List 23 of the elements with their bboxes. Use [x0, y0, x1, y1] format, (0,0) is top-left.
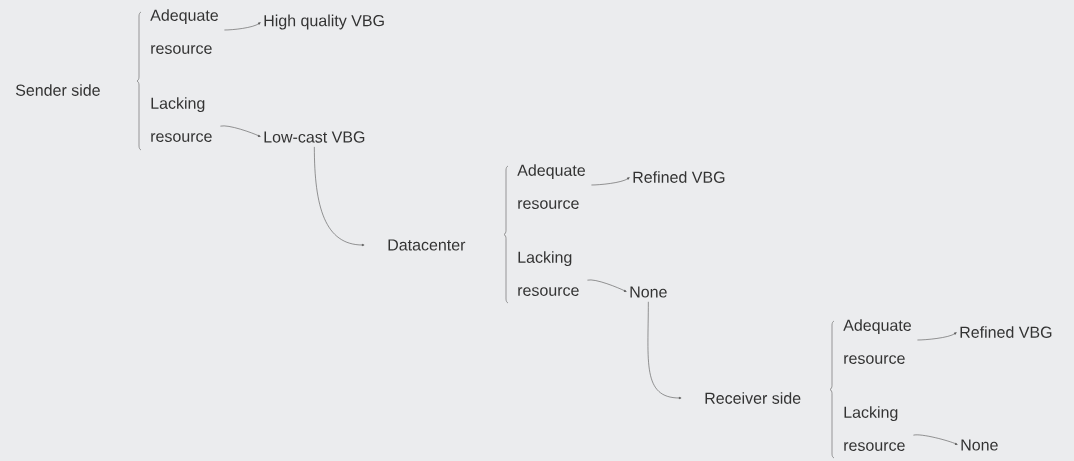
node-text: Low-cast VBG — [264, 131, 365, 143]
arrow — [591, 177, 630, 186]
option-text: Adequate resource — [843, 319, 911, 364]
arrow — [913, 434, 958, 445]
arrow — [314, 146, 365, 247]
option-text: Lacking resource — [151, 97, 212, 142]
arrow — [917, 332, 957, 341]
node-text: Receiver side — [705, 392, 801, 404]
node-text: None — [961, 439, 998, 451]
arrow — [220, 125, 261, 137]
node-text: Datacenter — [388, 239, 466, 251]
option-text: Lacking resource — [518, 251, 579, 296]
arrow — [647, 301, 682, 400]
node-text: High quality VBG — [264, 14, 384, 30]
node-text: Refined VBG — [633, 171, 725, 183]
node-text: Refined VBG — [960, 326, 1052, 338]
option-text: Adequate resource — [517, 164, 585, 209]
node-text: Sender side — [15, 84, 100, 96]
arrow — [587, 279, 627, 292]
option-text: Lacking resource — [844, 406, 905, 451]
node-text: None — [630, 286, 667, 298]
option-text: Adequate resource — [150, 9, 218, 54]
arrow — [224, 22, 261, 31]
